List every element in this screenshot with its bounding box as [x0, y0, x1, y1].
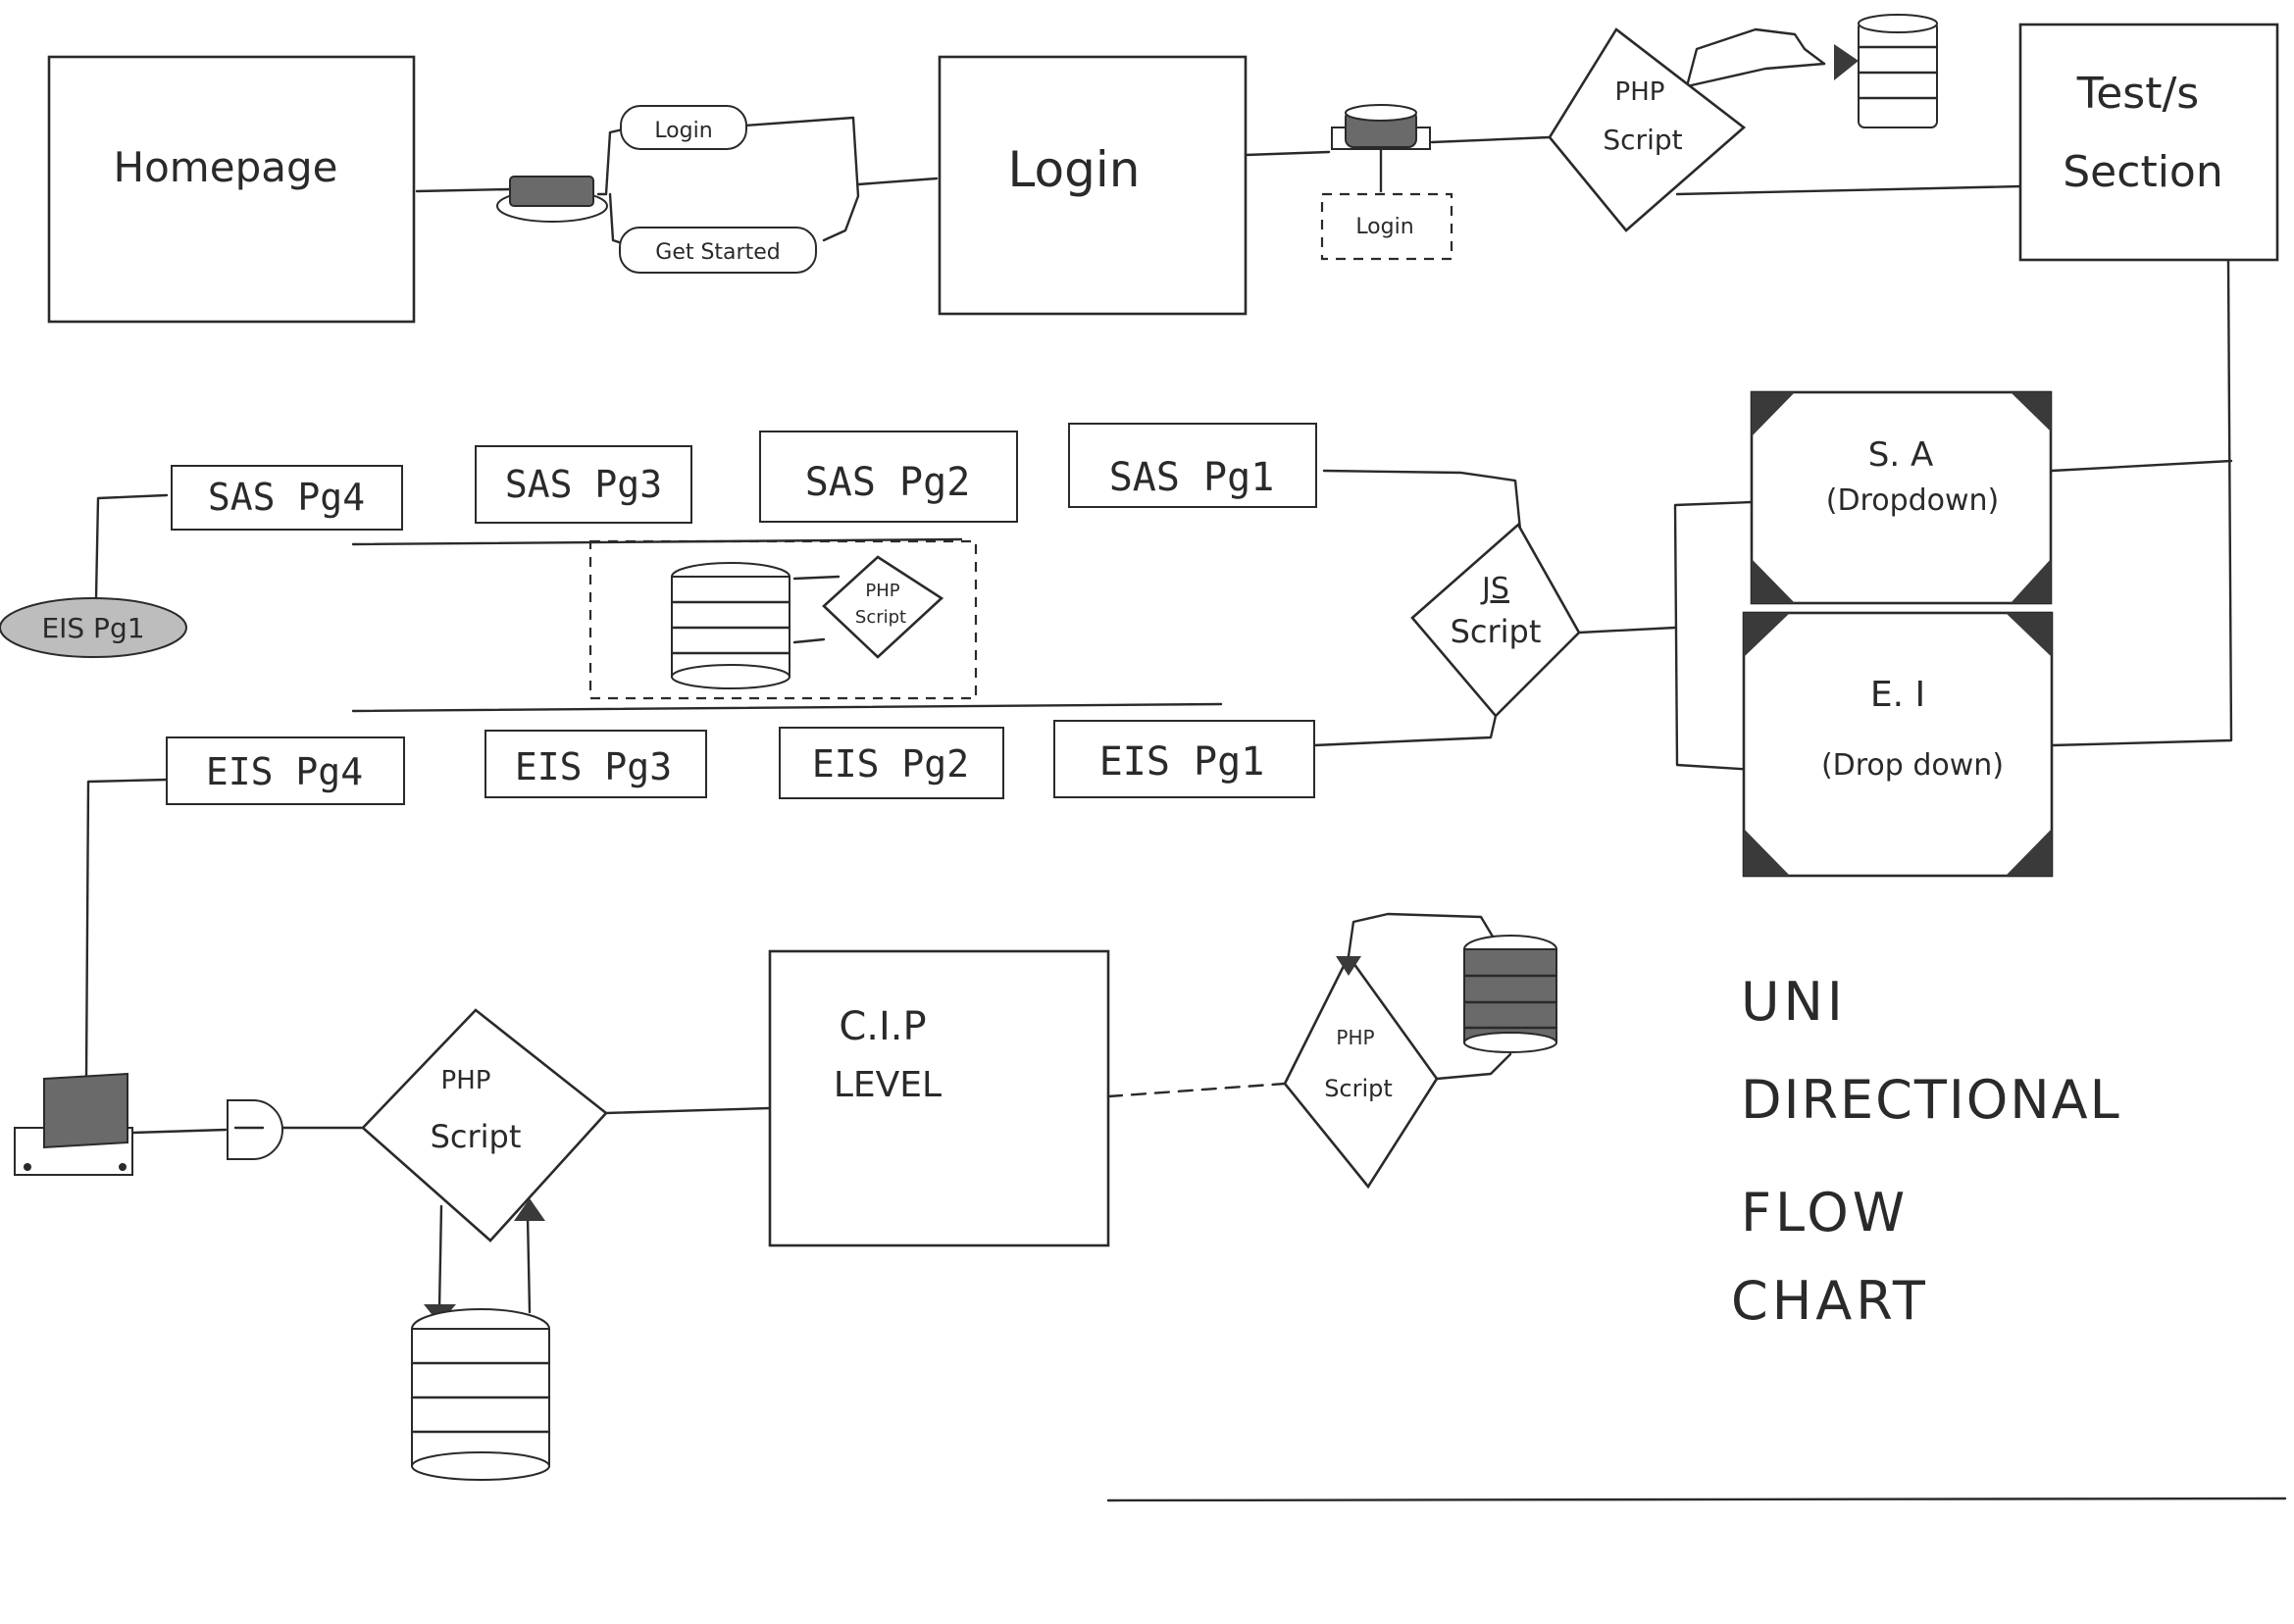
device-icon: [14, 1072, 133, 1176]
tests-section-box: Test/s Section: [2018, 23, 2279, 262]
tests-section-line2: Section: [2063, 147, 2222, 197]
login-page-label: Login: [1008, 141, 1141, 198]
homepage-box: Homepage: [47, 55, 416, 324]
homepage-label: Homepage: [114, 143, 338, 191]
tests-section-line1: Test/s: [2076, 69, 2199, 119]
login-cylinder-icon: [1331, 104, 1431, 193]
php-top-line2: Script: [1603, 124, 1682, 156]
ei-line1: E. I: [1870, 675, 1925, 715]
php-right-line2: Script: [1324, 1075, 1393, 1102]
js-script-diamond: JS Script: [1410, 522, 1581, 718]
legend-line4: CHART: [1731, 1270, 1929, 1332]
sas-pg4-label: SAS Pg4: [208, 476, 365, 519]
eis-pg2-label: EIS Pg2: [812, 742, 969, 786]
php-script-right-diamond: PHP Script: [1283, 953, 1439, 1190]
database-bottom-icon: [410, 1198, 551, 1481]
php-right-line1: PHP: [1336, 1026, 1374, 1049]
ei-line2: (Drop down): [1821, 748, 2004, 783]
database-top-icon: [1834, 14, 1939, 128]
cip-line1: C.I.P: [839, 1004, 926, 1049]
get-started-button-label: Get Started: [655, 240, 780, 265]
eis-pg1-oval-label: EIS Pg1: [41, 612, 144, 644]
cip-line2: LEVEL: [834, 1065, 942, 1105]
cip-level-box: C.I.P LEVEL: [768, 949, 1110, 1247]
sa-line1: S. A: [1868, 435, 1933, 475]
d-gate-icon: [227, 1099, 283, 1160]
eis-pg1-oval: EIS Pg1: [0, 597, 187, 658]
cake-connector-icon: [496, 176, 608, 223]
login-button-label: Login: [654, 119, 712, 143]
database-right-icon: [1462, 935, 1558, 1053]
login-dashed-label: Login: [1355, 215, 1413, 239]
eis-pg4-label: EIS Pg4: [206, 750, 363, 793]
middle-database-group: PHP Script: [588, 539, 978, 700]
js-line1: JS: [1480, 572, 1509, 606]
ei-dropdown-box: E. I (Drop down): [1742, 611, 2054, 878]
get-started-button-shape: Get Started: [619, 227, 817, 274]
php-script-bottom-diamond: PHP Script: [361, 1008, 608, 1243]
php-middle-line1: PHP: [865, 581, 899, 601]
js-line2: Script: [1451, 613, 1542, 650]
eis-chain: EIS Pg4 EIS Pg3 EIS Pg2 EIS Pg1: [166, 720, 1315, 805]
sa-dropdown-box: S. A (Dropdown): [1750, 390, 2053, 605]
php-bottom-line1: PHP: [441, 1066, 491, 1095]
legend-line2: DIRECTIONAL: [1741, 1069, 2121, 1131]
sas-chain: SAS Pg4 SAS Pg3 SAS Pg2 SAS Pg1: [171, 423, 1317, 531]
legend-line1: UNI: [1741, 971, 1847, 1033]
eis-pg1-label: EIS Pg1: [1099, 739, 1265, 785]
php-script-top-diamond: PHP Script: [1548, 27, 1747, 232]
php-middle-line2: Script: [855, 607, 906, 628]
sas-pg3-label: SAS Pg3: [505, 463, 662, 506]
legend-title: UNI DIRECTIONAL FLOW CHART: [1731, 971, 2121, 1332]
login-page-box: Login: [938, 55, 1248, 316]
login-button-shape: Login: [620, 105, 747, 150]
php-top-line1: PHP: [1615, 77, 1665, 107]
eis-pg3-label: EIS Pg3: [515, 745, 672, 788]
sa-line2: (Dropdown): [1826, 483, 2000, 518]
sas-pg1-label: SAS Pg1: [1109, 455, 1275, 500]
legend-line3: FLOW: [1741, 1182, 1909, 1243]
php-bottom-line2: Script: [431, 1118, 522, 1155]
connectors: [84, 27, 2287, 1502]
sas-pg2-label: SAS Pg2: [805, 460, 971, 505]
login-dashed-button: Login: [1320, 192, 1453, 261]
